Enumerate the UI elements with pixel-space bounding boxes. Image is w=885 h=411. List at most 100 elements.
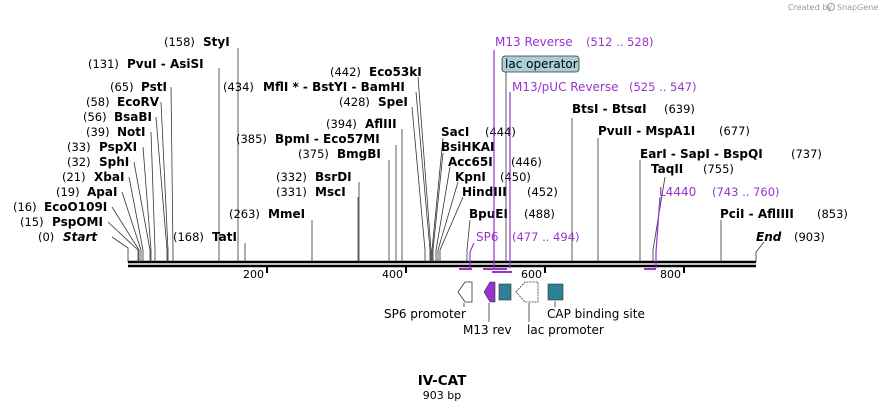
site-ecorv: EcoRV bbox=[117, 95, 160, 109]
leader-line bbox=[170, 86, 174, 262]
leader-line bbox=[415, 91, 431, 262]
m13-rev-arrow-icon bbox=[483, 281, 496, 303]
site-eari-sapi-bspqi: EarI - SapI - BspQI bbox=[640, 147, 763, 161]
site-position: (263) bbox=[229, 207, 260, 221]
site-btsi-btsai: BtsI - BtsαI bbox=[572, 102, 647, 116]
site-position: (39) bbox=[86, 125, 110, 139]
lac-operator-feature-icon bbox=[498, 283, 512, 301]
feature-sp6-promoter: SP6 promoter bbox=[384, 307, 466, 321]
site-apai: ApaI bbox=[87, 185, 117, 199]
primer-range: (743 .. 760) bbox=[712, 185, 780, 199]
leader-line bbox=[133, 161, 151, 262]
site-bmgbi: BmgBI bbox=[337, 147, 381, 161]
site-eco53ki: Eco53kI bbox=[369, 65, 422, 79]
site-position: (168) bbox=[173, 230, 204, 244]
site-pcii-afliiii: PciI - AflIIII bbox=[720, 207, 794, 221]
site-msci: MscI bbox=[315, 185, 346, 199]
site-position: (158) bbox=[164, 35, 195, 49]
site-position: (434) bbox=[223, 80, 254, 94]
site-position: (21) bbox=[62, 170, 86, 184]
feature-lac-promoter: lac promoter bbox=[527, 323, 604, 337]
primer-m13-puc-reverse: M13/pUC Reverse bbox=[512, 80, 619, 94]
site-pspxi: PspXI bbox=[99, 140, 137, 154]
site-position: (375) bbox=[298, 147, 329, 161]
leader-line bbox=[160, 101, 169, 262]
site-spei: SpeI bbox=[378, 95, 408, 109]
site-position: (332) bbox=[276, 170, 307, 184]
features: SP6 promoter M13 rev lac promoter CAP bi… bbox=[384, 281, 645, 337]
site-afliii: AflIII bbox=[365, 117, 397, 131]
site-styi: StyI bbox=[203, 35, 230, 49]
snapgene-brand: Created by SnapGene bbox=[788, 3, 878, 12]
site-position: (385) bbox=[236, 132, 267, 146]
primers: M13 Reverse (512 .. 528) M13/pUC Reverse… bbox=[459, 35, 780, 273]
ruler-tick-label: 800 bbox=[660, 268, 681, 281]
leader-line bbox=[121, 191, 142, 262]
ruler-tick-label: 200 bbox=[243, 268, 264, 281]
leader-line bbox=[111, 206, 140, 262]
primer-l4440: L4440 bbox=[659, 185, 696, 199]
site-position: (677) bbox=[719, 124, 750, 138]
cap-binding-site-icon bbox=[547, 283, 564, 301]
site-position: (442) bbox=[330, 65, 361, 79]
lac-operator-box bbox=[501, 55, 580, 73]
site-position: (446) bbox=[511, 155, 542, 169]
leader-line bbox=[432, 152, 444, 262]
primer-m13-reverse: M13 Reverse bbox=[495, 35, 573, 49]
site-position: (58) bbox=[86, 95, 110, 109]
site-position: (19) bbox=[56, 185, 80, 199]
site-position: (639) bbox=[664, 102, 695, 116]
primer-range: (512 .. 528) bbox=[586, 35, 654, 49]
site-position: (0) bbox=[38, 230, 54, 244]
site-bpuei: BpuEI bbox=[469, 207, 508, 221]
site-noti: NotI bbox=[117, 125, 146, 139]
site-bsihkai: BsiHKAI bbox=[441, 140, 495, 154]
site-acc65i: Acc65I bbox=[448, 155, 493, 169]
site-position: (331) bbox=[276, 185, 307, 199]
site-position: (131) bbox=[88, 57, 119, 71]
lac-operator-label: lac operator bbox=[505, 57, 578, 71]
site-taqii: TaqII bbox=[651, 162, 683, 176]
site-hindiii: HindIII bbox=[462, 185, 507, 199]
leader-line bbox=[466, 219, 471, 262]
sequence-backbone bbox=[128, 260, 756, 268]
primer-range: (525 .. 547) bbox=[629, 80, 697, 94]
leader-line bbox=[652, 176, 666, 262]
ruler-tick-label: 600 bbox=[521, 268, 542, 281]
site-position: (32) bbox=[67, 155, 91, 169]
site-pvuii-mspa1i: PvuII - MspA1I bbox=[598, 124, 695, 138]
leader-line bbox=[755, 241, 765, 262]
leader-line bbox=[111, 236, 129, 262]
ruler-tick-label: 400 bbox=[382, 268, 403, 281]
site-pvui-asisi: PvuI - AsiSI bbox=[127, 57, 204, 71]
site-saci: SacI bbox=[441, 125, 469, 139]
site-ecoo109i: EcoO109I bbox=[44, 200, 107, 214]
primer-range: (477 .. 494) bbox=[512, 230, 580, 244]
site-position: (488) bbox=[524, 207, 555, 221]
lac-promoter-arrow-icon bbox=[515, 281, 539, 303]
brand-app: SnapGene bbox=[837, 3, 878, 12]
site-position: (853) bbox=[817, 207, 848, 221]
site-position: (65) bbox=[110, 80, 134, 94]
site-bpmi-eco57mi: BpmI - Eco57MI bbox=[275, 132, 380, 146]
leader-line bbox=[431, 137, 444, 262]
leader-line bbox=[155, 116, 168, 262]
ruler: 200 400 600 800 bbox=[243, 266, 685, 281]
leader-lines bbox=[107, 48, 765, 262]
site-position: (428) bbox=[339, 95, 370, 109]
site-xbai: XbaI bbox=[94, 170, 124, 184]
snapgene-logo-icon bbox=[827, 3, 835, 11]
site-psti: PstI bbox=[141, 80, 167, 94]
lac-operator: lac operator bbox=[501, 55, 580, 262]
site-end: End bbox=[756, 230, 782, 244]
map-title: IV-CAT 903 bp bbox=[418, 373, 467, 402]
leader-line bbox=[107, 221, 139, 262]
site-position: (15) bbox=[20, 215, 44, 229]
site-position: (737) bbox=[791, 147, 822, 161]
plasmid-name: IV-CAT bbox=[418, 373, 467, 389]
site-labels: (0) Start (15) PspOMI (16) EcoO109I (19)… bbox=[13, 35, 848, 244]
site-position: (903) bbox=[794, 230, 825, 244]
site-position: (452) bbox=[527, 185, 558, 199]
site-start: Start bbox=[63, 230, 98, 244]
